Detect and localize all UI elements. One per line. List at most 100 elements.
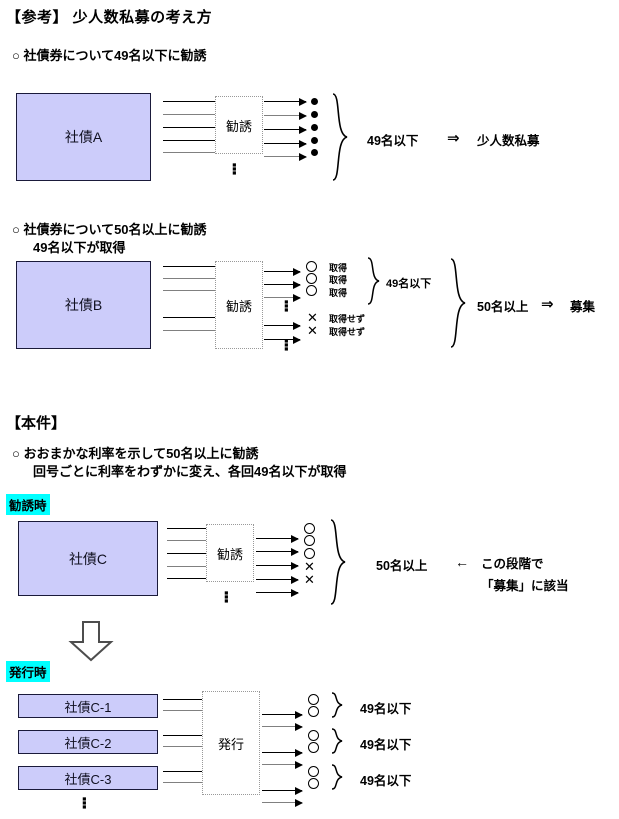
note-line2-c: 「募集」に該当 <box>481 579 569 593</box>
connector-b-4 <box>163 317 216 318</box>
bond-row-c2: 社債C-2 <box>18 730 158 754</box>
acquired-label-b-3: 取得 <box>329 288 348 298</box>
process-box-solicitation-c-label: 勧誘 <box>216 546 243 562</box>
connector-a-1 <box>163 101 216 102</box>
bond-row-c1: 社債C-1 <box>18 694 158 718</box>
arrow-a-2 <box>264 111 307 120</box>
recipient-circle-c1-1 <box>308 694 319 705</box>
case-a-bullet: ○ 社債券について49名以下に勧誘 <box>12 48 207 63</box>
recipient-circle-c2-1 <box>308 730 319 741</box>
brace-a <box>330 92 352 182</box>
brace-c3-label: 49名以下 <box>360 774 412 788</box>
brace-c1 <box>330 692 344 718</box>
bond-row-c3: 社債C-3 <box>18 766 158 790</box>
arrow-c-4 <box>256 575 299 584</box>
connector-a-5 <box>163 152 216 153</box>
process-box-issuance: 発行 <box>202 691 260 795</box>
connector-b-3 <box>163 290 216 291</box>
connector-a-2 <box>163 114 216 115</box>
arrow-a-5 <box>264 152 307 161</box>
arrow-c3-a <box>262 786 303 795</box>
arrow-b-3 <box>264 293 301 302</box>
arrow-c-2 <box>256 547 299 556</box>
recipient-dot-a-1 <box>311 98 318 105</box>
brace-b-outer-label: 50名以上 <box>477 300 529 314</box>
recipient-circle-c3-1 <box>308 766 319 777</box>
arrow-c3-b <box>262 798 303 807</box>
process-box-issuance-label: 発行 <box>217 736 244 752</box>
not-acquired-label-b-1: 取得せず <box>329 314 366 324</box>
page-title: 【参考】 少人数私募の考え方 <box>6 9 213 26</box>
arrow-c2-b <box>262 760 303 769</box>
acquired-label-b-2: 取得 <box>329 275 348 285</box>
conclusion-b: 募集 <box>570 300 596 314</box>
ellipsis-a-process: ▪▪▪ <box>232 157 237 180</box>
ellipsis-b-1: ▪▪▪ <box>284 294 289 317</box>
recipient-dot-a-4 <box>311 137 318 144</box>
connector-b-2 <box>163 278 216 279</box>
process-box-solicitation-b-label: 勧誘 <box>225 298 252 314</box>
connector-c-3 <box>167 553 207 554</box>
connector-c-5 <box>167 578 207 579</box>
recipient-circle-c-2 <box>304 535 315 546</box>
connector-c-2 <box>167 540 207 541</box>
brace-c3 <box>330 764 344 790</box>
case-b-bullet-line1: ○ 社債券について50名以上に勧誘 <box>12 222 207 237</box>
implication-arrow-a: ⇒ <box>447 130 460 147</box>
brace-b-outer <box>448 257 470 349</box>
bond-box-a: 社債A <box>16 93 151 181</box>
connector-a-4 <box>163 140 216 141</box>
arrow-b-5 <box>264 335 301 344</box>
arrow-a-4 <box>264 139 307 148</box>
connector-c-1 <box>167 528 207 529</box>
ellipsis-b-2: ▪▪▪ <box>284 333 289 356</box>
bond-box-c-label: 社債C <box>68 550 108 567</box>
recipient-x-c-1: ✕ <box>304 559 315 574</box>
implication-arrow-b: ⇒ <box>541 296 554 313</box>
acquired-label-b-1: 取得 <box>329 263 348 273</box>
note-arrow-c: ← <box>455 554 469 570</box>
recipient-dot-a-3 <box>311 124 318 131</box>
connector-c3-a <box>163 771 203 772</box>
bond-row-c1-label: 社債C-1 <box>64 699 112 715</box>
connector-c1-a <box>163 699 203 700</box>
brace-c2 <box>330 728 344 754</box>
recipient-x-c-2: ✕ <box>304 572 315 587</box>
recipient-circle-c2-2 <box>308 742 319 753</box>
recipient-x-b-2: ✕ <box>307 323 318 338</box>
process-box-solicitation-c: 勧誘 <box>206 524 254 582</box>
recipient-dot-a-5 <box>311 149 318 156</box>
recipient-x-b-1: ✕ <box>307 310 318 325</box>
section2-title: 【本件】 <box>6 415 67 432</box>
arrow-b-4 <box>264 321 301 330</box>
connector-c-4 <box>167 566 207 567</box>
case-c-bullet-line2: 回号ごとに利率をわずかに変え、各回49名以下が取得 <box>33 464 347 479</box>
case-b-bullet-line2: 49名以下が取得 <box>33 240 126 255</box>
not-acquired-label-b-2: 取得せず <box>329 327 366 337</box>
arrow-a-3 <box>264 125 307 134</box>
brace-b-inner <box>366 256 382 306</box>
connector-c1-b <box>163 710 203 711</box>
bond-row-c2-label: 社債C-2 <box>64 735 112 751</box>
recipient-circle-c1-2 <box>308 706 319 717</box>
stage-label-issuance: 発行時 <box>6 661 50 682</box>
brace-c1-label: 49名以下 <box>360 702 412 716</box>
brace-c-label: 50名以上 <box>376 559 428 573</box>
process-box-solicitation-a: 勧誘 <box>215 96 263 154</box>
stage-label-solicitation: 勧誘時 <box>6 494 50 515</box>
connector-c2-b <box>163 746 203 747</box>
conclusion-a: 少人数私募 <box>477 134 540 148</box>
bond-box-b-label: 社債B <box>64 297 103 313</box>
recipient-circle-c3-2 <box>308 778 319 789</box>
connector-c3-b <box>163 782 203 783</box>
arrow-c-3 <box>256 561 299 570</box>
recipient-circle-b-1 <box>306 261 317 272</box>
arrow-c1-b <box>262 722 303 731</box>
arrow-c-5 <box>256 588 299 597</box>
arrow-a-1 <box>264 97 307 106</box>
connector-c2-a <box>163 735 203 736</box>
recipient-dot-a-2 <box>311 111 318 118</box>
bond-row-c3-label: 社債C-3 <box>64 771 112 787</box>
arrow-c2-a <box>262 748 303 757</box>
connector-b-5 <box>163 330 216 331</box>
